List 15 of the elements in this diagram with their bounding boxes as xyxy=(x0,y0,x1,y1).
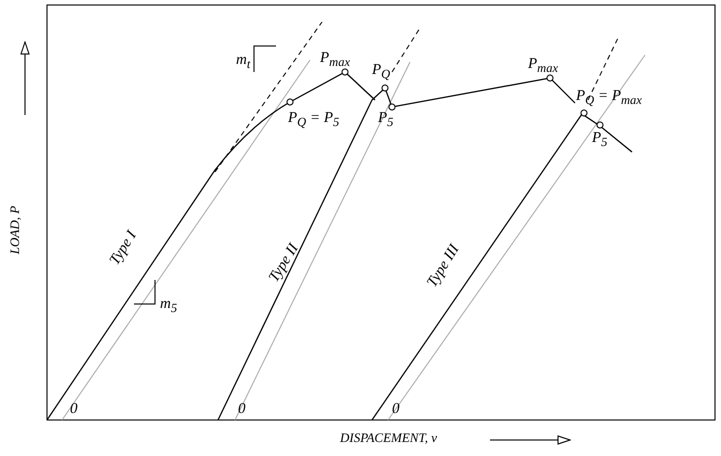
curve-label: P$_{5}$ xyxy=(592,130,608,150)
slope-label: m$_{t}$ xyxy=(236,52,250,72)
slope-label: m$_{5}$ xyxy=(160,296,178,316)
origin-label: 0 xyxy=(70,401,78,417)
curve-label: P$_{Q}$ xyxy=(372,62,390,82)
origin-label: 0 xyxy=(392,401,400,417)
curve-label: P$_{max}$ xyxy=(320,50,350,70)
curve-label: P$_{Q}$ = P$_{max}$ xyxy=(576,88,642,108)
origin-label: 0 xyxy=(238,401,246,417)
curve-label: P$_{5}$ xyxy=(378,110,394,130)
axis-label: LOAD, P xyxy=(7,206,24,254)
axis-label: DISPACEMENT, v xyxy=(340,430,438,446)
curve-label: P$_{max}$ xyxy=(528,56,558,76)
curve-label: Type I xyxy=(106,228,140,268)
curve-label: P$_{Q}$ = P$_{5}$ xyxy=(288,110,340,130)
